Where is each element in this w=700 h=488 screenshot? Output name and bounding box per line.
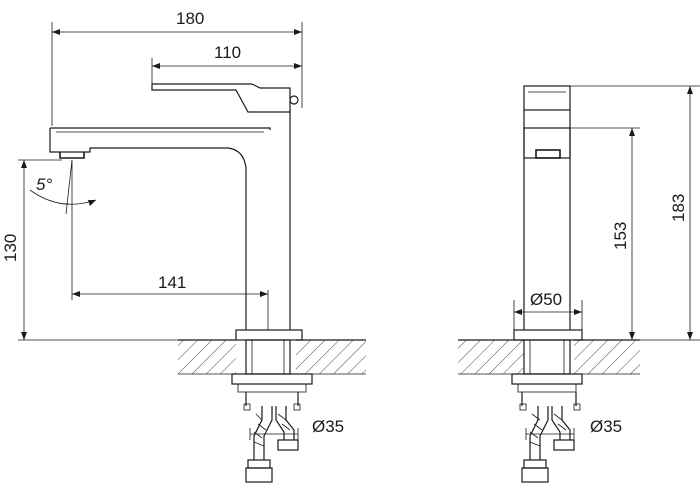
dim-hose-side-label: Ø35 xyxy=(312,417,344,436)
dim-183-label: 183 xyxy=(669,194,688,222)
dim-hose-front: Ø35 xyxy=(525,417,622,440)
dim-base-label: Ø50 xyxy=(530,290,562,309)
hoses-front xyxy=(521,406,575,483)
dim-130: 130 xyxy=(1,159,236,341)
dim-130-label: 130 xyxy=(1,234,20,262)
dim-hose-front-label: Ø35 xyxy=(590,417,622,436)
dim-110-label: 110 xyxy=(214,43,241,62)
handle-side xyxy=(151,83,299,113)
dim-141-label: 141 xyxy=(158,273,186,292)
faucet-body-side xyxy=(231,110,313,411)
dim-angle: 5° xyxy=(29,159,97,215)
spout-side xyxy=(49,127,271,169)
countertop-hatch-right xyxy=(458,339,640,375)
dim-180-label: 180 xyxy=(176,9,204,28)
dim-110: 110 xyxy=(151,43,302,84)
dim-153: 153 xyxy=(570,127,640,340)
dim-hose-side: Ø35 xyxy=(249,417,344,440)
faucet-body-front xyxy=(511,85,583,411)
dim-183: 183 xyxy=(570,85,700,341)
hoses-side xyxy=(245,406,299,483)
dim-141: 141 xyxy=(71,160,269,330)
side-view: 180 110 130 141 xyxy=(1,9,366,483)
dim-base: Ø50 xyxy=(513,290,583,330)
countertop-hatch-left xyxy=(178,339,366,375)
front-view: 183 153 Ø50 xyxy=(458,85,700,483)
dim-180: 180 xyxy=(51,9,303,126)
dim-153-label: 153 xyxy=(611,222,630,250)
dim-angle-label: 5° xyxy=(36,175,52,194)
